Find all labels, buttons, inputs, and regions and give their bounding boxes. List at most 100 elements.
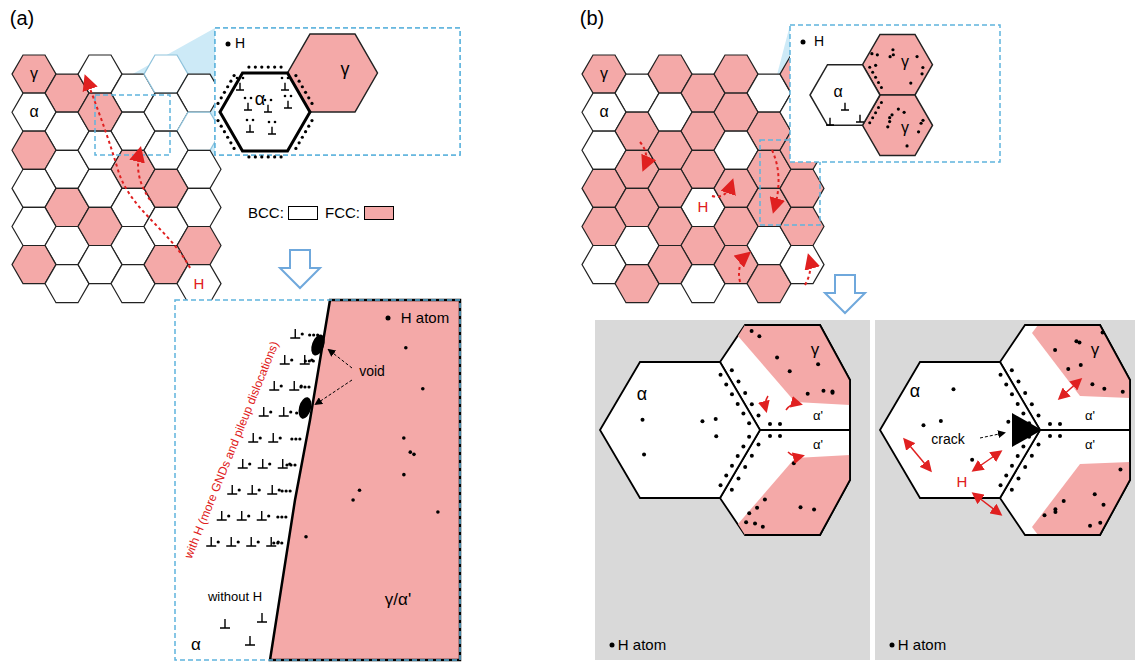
phase-label: γ [901, 119, 909, 137]
h-atom [1023, 391, 1027, 395]
panel-label: (a) [10, 7, 34, 29]
h-atom [999, 373, 1003, 377]
dislocation [281, 83, 289, 90]
legend-text: BCC: [248, 205, 284, 222]
h-atom [874, 76, 877, 79]
h-atom [229, 141, 232, 144]
h-atom [284, 515, 287, 518]
legend-text: H atom [898, 637, 946, 654]
h-atom [1030, 454, 1034, 458]
h-atom [892, 53, 895, 56]
dislocation [279, 407, 289, 416]
phase-label: α [255, 90, 265, 110]
void [309, 333, 328, 358]
h-atom [307, 125, 310, 128]
h-atom [755, 506, 759, 510]
h-atom [757, 334, 761, 338]
h-atom [736, 402, 740, 406]
arrow [765, 396, 768, 410]
phase-label: α [637, 385, 647, 405]
h-atom [404, 346, 408, 350]
arrow [86, 78, 190, 268]
h-atom [1037, 442, 1041, 446]
h-atom [1066, 367, 1070, 371]
grain-edge [1040, 429, 1130, 431]
h-atom [909, 81, 912, 84]
h-atom [304, 130, 307, 133]
arrow [739, 254, 748, 282]
h-atom [223, 130, 226, 133]
dislocation [206, 537, 216, 546]
h-atom [409, 450, 413, 454]
dislocation [258, 459, 268, 468]
phase-label: γ/α' [385, 591, 411, 610]
h-atom [1010, 368, 1014, 372]
dislocation [856, 115, 864, 122]
h-atom [229, 80, 232, 83]
h-atom [242, 77, 245, 80]
h-atom [1101, 331, 1105, 335]
h-atom [724, 474, 728, 478]
legend-swatch [288, 206, 318, 220]
h-atom [812, 508, 816, 512]
h-atom [888, 116, 891, 119]
h-atom [970, 458, 974, 462]
h-atom [1079, 363, 1083, 367]
h-atom [874, 64, 877, 67]
h-atom [303, 385, 306, 388]
h-atom [951, 387, 955, 391]
grain [1000, 325, 1130, 535]
dislocation [290, 329, 300, 338]
h-atom [281, 77, 284, 80]
h-atom [921, 66, 924, 69]
grain-hex [780, 246, 824, 284]
h-atom [1058, 434, 1062, 438]
h-atom [714, 417, 718, 421]
legend-text: H [814, 34, 824, 49]
h-atom [258, 488, 261, 491]
h-atom [761, 525, 765, 529]
h-atom [939, 419, 943, 423]
h-atom [268, 121, 271, 124]
h-atom [750, 454, 754, 458]
h-atom [304, 359, 307, 362]
h-atom [757, 414, 761, 418]
h-atom [890, 113, 893, 116]
grain [810, 65, 880, 126]
h-atom [1042, 513, 1046, 517]
arrow [712, 182, 732, 197]
zoom-frame [95, 95, 170, 155]
h-atom [903, 111, 906, 114]
h-atom [920, 72, 923, 75]
h-atom [290, 437, 293, 440]
h-atom [1017, 476, 1021, 480]
h-atom [890, 643, 895, 648]
h-atom [289, 489, 292, 492]
leader [329, 350, 352, 368]
h-atom [274, 121, 277, 124]
down-arrow [825, 275, 865, 313]
legend-swatch [364, 206, 394, 220]
h-atom [269, 410, 272, 413]
h-atom [877, 81, 880, 84]
h-atom [310, 119, 313, 122]
zoom-frame [175, 300, 460, 660]
h-atom [1118, 468, 1122, 472]
grain-edge [760, 429, 850, 431]
grain-hex [177, 265, 221, 303]
h-atom [743, 391, 747, 395]
phase-label: α' [1085, 409, 1095, 423]
h-atom [312, 333, 315, 336]
zoom-ground [875, 320, 1135, 660]
dislocation [267, 485, 277, 494]
dislocation [268, 433, 278, 442]
phase-label: α [29, 103, 38, 121]
h-atom [877, 106, 880, 109]
h-atom [250, 97, 253, 100]
hydrogen-label: H [957, 474, 968, 491]
h-atom [285, 463, 288, 466]
h-atom [917, 130, 920, 133]
dislocation [244, 103, 252, 110]
legend-text: FCC: [325, 205, 360, 222]
h-atom [412, 453, 416, 457]
